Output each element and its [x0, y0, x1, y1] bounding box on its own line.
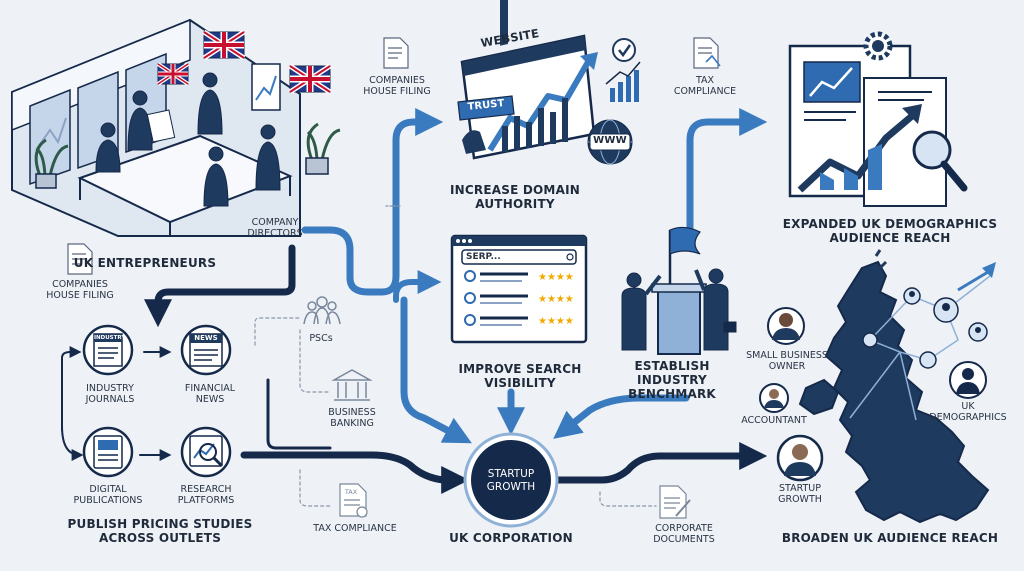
dotted-tax: [299, 469, 331, 507]
startup-growth-core: [463, 432, 559, 528]
arrow-entrepreneurs-to-outlets: [144, 244, 296, 328]
dotted-banking: [299, 329, 331, 393]
label-tax-icon: TAX: [344, 488, 358, 496]
newspaper-icon: [180, 324, 232, 376]
growth-chart-icon: [788, 44, 947, 207]
label-establish-benchmark: ESTABLISH INDUSTRY BENCHMARK: [628, 359, 716, 401]
label-accountant: ACCOUNTANT: [741, 415, 807, 426]
gear-icon: [863, 31, 893, 61]
label-startup-growth-core: STARTUP GROWTH: [486, 468, 536, 493]
flag-podium-icon: [621, 226, 737, 355]
label-increase-domain-authority: INCREASE DOMAIN AUTHORITY: [450, 183, 580, 211]
person-avatar-accountant: [759, 383, 789, 413]
label-research-platforms: RESEARCH PLATFORMS: [177, 484, 235, 506]
uk-flag-icon: [202, 29, 246, 61]
label-uk-demographics: UK DEMOGRAPHICS: [929, 401, 1007, 423]
label-news-icon: NEWS: [194, 334, 218, 342]
bank-icon: [331, 369, 373, 401]
publish-loop-left: [61, 346, 82, 431]
document-icon-left: [67, 243, 93, 275]
svg-text:★★★★: ★★★★: [538, 294, 574, 305]
label-companies-house-filing-left: COMPANIES HOUSE FILING: [46, 279, 114, 301]
arrow-domain-to-core: [400, 296, 472, 444]
arrow-outlets-to-core: [240, 451, 470, 494]
label-digital-publications: DIGITAL PUBLICATIONS: [73, 484, 143, 506]
research-icon: [180, 426, 232, 478]
label-improve-search-visibility: IMPROVE SEARCH VISIBILITY: [458, 362, 582, 390]
label-financial-news: FINANCIAL NEWS: [184, 383, 236, 405]
arrow-core-to-broaden: [552, 442, 768, 484]
arrow-to-search: [393, 270, 442, 303]
label-industry-icon: INDUSTRY: [94, 335, 126, 341]
label-companies-house-filing-top: COMPANIES HOUSE FILING: [363, 75, 431, 97]
label-publish-pricing: PUBLISH PRICING STUDIES ACROSS OUTLETS: [67, 517, 253, 545]
dotted-corp-docs: [599, 491, 657, 507]
arrow-directors-to-domain: [301, 108, 444, 296]
document-icon-top: [383, 37, 409, 69]
arrow-benchmark-to-core: [553, 394, 690, 439]
journal-icon: [82, 324, 134, 376]
arrow-benchmark-to-expanded: [686, 108, 768, 244]
label-pscs: PSCs: [309, 333, 333, 344]
corporate-document-icon: [659, 485, 691, 519]
label-expanded-demographics: EXPANDED UK DEMOGRAPHICS AUDIENCE REACH: [782, 217, 998, 245]
svg-text:★★★★: ★★★★: [538, 272, 574, 283]
plant-icon: [34, 138, 69, 189]
person-avatar-small-business-owner: [767, 307, 805, 345]
label-broaden-reach: BROADEN UK AUDIENCE REACH: [781, 531, 999, 545]
label-uk-entrepreneurs: UK ENTREPRENEURS: [73, 256, 217, 270]
label-business-banking: BUSINESS BANKING: [328, 407, 376, 429]
person-avatar-startup-growth: [776, 434, 824, 482]
search-magnifier-icon: [912, 130, 968, 192]
label-serp: SERP...: [466, 252, 501, 262]
publish-loop-left-b: [61, 425, 84, 461]
serp-window-icon: ★★★★ ★★★★ ★★★★: [450, 234, 588, 344]
website-browser-icon: [457, 0, 641, 165]
label-industry-journals: INDUSTRY JOURNALS: [85, 383, 135, 405]
svg-text:★★★★: ★★★★: [538, 316, 574, 327]
tax-document-icon: [339, 483, 368, 518]
flow-arrows: [61, 108, 768, 507]
label-corporate-documents: CORPORATE DOCUMENTS: [653, 523, 715, 545]
people-icon: [303, 296, 341, 325]
dotted-pscs: [254, 317, 301, 346]
label-small-business-owner: SMALL BUSINESS OWNER: [746, 350, 828, 372]
arrow-news-to-core: [266, 378, 332, 450]
label-tax-compliance-top: TAX COMPLIANCE: [673, 75, 737, 97]
label-www: WWW: [593, 135, 627, 146]
label-tax-compliance-bottom: TAX COMPLIANCE: [313, 523, 397, 534]
office-scene-icon: [11, 18, 341, 237]
document-icon-tax-top: [693, 37, 721, 69]
label-uk-corporation: UK CORPORATION: [449, 531, 573, 545]
digital-publication-icon: [82, 426, 134, 478]
label-company-directors: COMPANY DIRECTORS: [247, 217, 303, 239]
uk-map-icon: [798, 249, 996, 524]
label-startup-growth-map: STARTUP GROWTH: [778, 483, 822, 505]
